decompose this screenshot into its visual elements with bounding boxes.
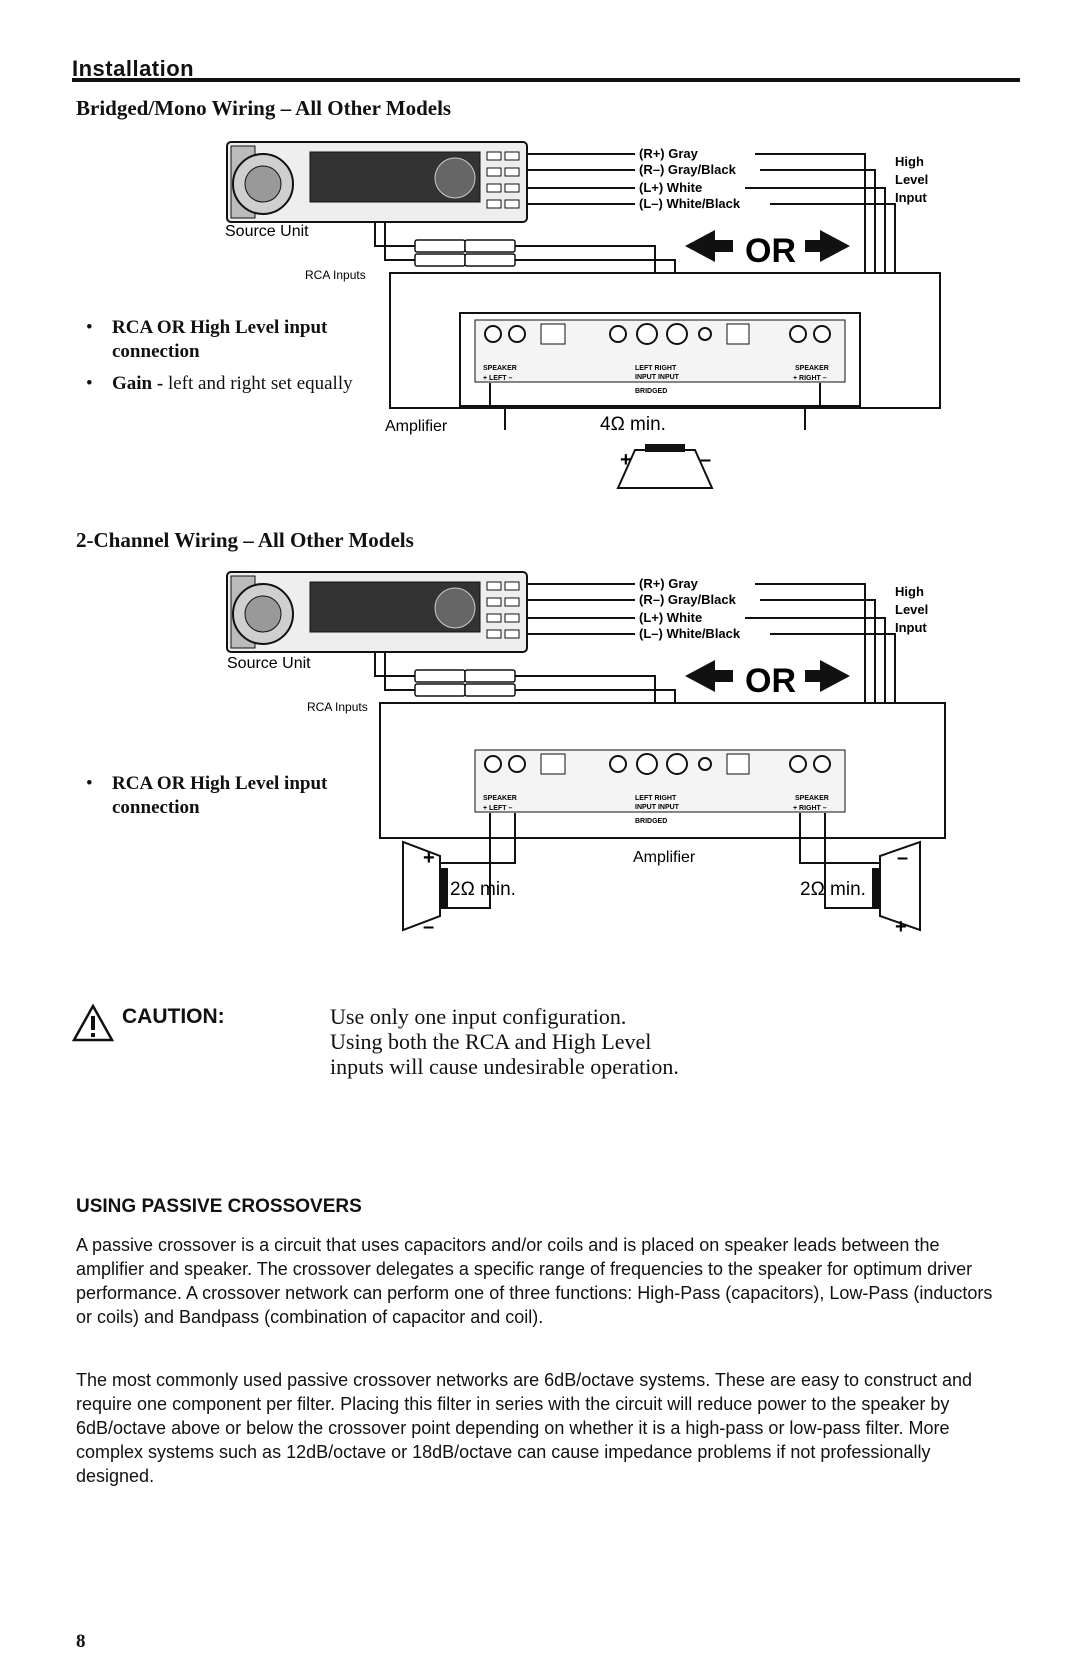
impedance-left-label: 2Ω min. bbox=[450, 879, 516, 900]
source-unit-label: Source Unit bbox=[227, 655, 311, 672]
impedance-label: 4Ω min. bbox=[600, 414, 666, 435]
high-label-word3: Input bbox=[895, 620, 927, 635]
or-label: OR bbox=[745, 662, 796, 700]
amplifier-device: SPEAKER + LEFT – SPEAKER + RIGHT – LEFT RI… bbox=[389, 272, 941, 409]
svg-text:+: + bbox=[620, 449, 632, 471]
note-item: RCA OR High Level input connection bbox=[86, 772, 376, 820]
section-title: USING PASSIVE CROSSOVERS bbox=[76, 1196, 362, 1217]
diagram1-notes: RCA OR High Level input connection Gain … bbox=[86, 316, 376, 404]
impedance-right-label: 2Ω min. bbox=[800, 879, 866, 900]
wire-label-r-plus: (R+) Gray bbox=[639, 576, 699, 591]
paragraph: A passive crossover is a circuit that us… bbox=[76, 1235, 993, 1327]
paragraph: The most commonly used passive crossover… bbox=[76, 1370, 973, 1486]
caution-text: Use only one input configuration. Using … bbox=[330, 1004, 679, 1079]
wire-label-l-plus: (L+) White bbox=[639, 610, 702, 625]
svg-text:–: – bbox=[897, 847, 908, 869]
svg-text:BRIDGED: BRIDGED bbox=[635, 388, 667, 395]
note-item: Gain - left and right set equally bbox=[86, 372, 376, 396]
amplifier-label: Amplifier bbox=[633, 849, 696, 866]
svg-text:INPUT INPUT: INPUT INPUT bbox=[635, 804, 680, 811]
diagram2-title: 2-Channel Wiring – All Other Models bbox=[76, 528, 414, 552]
svg-text:+ LEFT –: + LEFT – bbox=[483, 805, 512, 812]
rca-inputs-label: RCA Inputs bbox=[305, 268, 366, 282]
or-label: OR bbox=[745, 232, 796, 270]
svg-text:LEFT RIGHT: LEFT RIGHT bbox=[635, 795, 677, 802]
svg-text:+ RIGHT –: + RIGHT – bbox=[793, 375, 827, 382]
wire-label-r-minus: (R–) Gray/Black bbox=[639, 592, 737, 607]
svg-text:+: + bbox=[895, 916, 907, 938]
svg-text:LEFT RIGHT: LEFT RIGHT bbox=[635, 365, 677, 372]
bridged-wiring-diagram: Source Unit RCA Inputs (R+) Gray (R–) Gr… bbox=[215, 138, 1035, 528]
svg-text:+ LEFT –: + LEFT – bbox=[483, 375, 512, 382]
or-arrows: OR bbox=[685, 230, 850, 270]
caution-label: CAUTION: bbox=[122, 1005, 225, 1028]
header-rule bbox=[72, 78, 1020, 82]
or-arrows: OR bbox=[685, 660, 850, 700]
svg-text:SPEAKER: SPEAKER bbox=[795, 365, 829, 372]
high-label-word1: High bbox=[895, 584, 924, 599]
page-number: 8 bbox=[76, 1631, 86, 1652]
section-header: Installation bbox=[72, 56, 195, 81]
wire-label-r-plus: (R+) Gray bbox=[639, 146, 699, 161]
high-label-word2: Level bbox=[895, 602, 928, 617]
svg-text:INPUT INPUT: INPUT INPUT bbox=[635, 374, 680, 381]
svg-text:+: + bbox=[423, 847, 435, 869]
svg-text:SPEAKER: SPEAKER bbox=[483, 365, 517, 372]
diagram1-title: Bridged/Mono Wiring – All Other Models bbox=[76, 96, 452, 120]
amplifier-label: Amplifier bbox=[385, 418, 448, 435]
diagram2-notes: RCA OR High Level input connection bbox=[86, 772, 376, 828]
note-item: RCA OR High Level input connection bbox=[86, 316, 376, 364]
source-unit-label: Source Unit bbox=[225, 223, 309, 240]
svg-text:SPEAKER: SPEAKER bbox=[483, 795, 517, 802]
wire-label-l-plus: (L+) White bbox=[639, 180, 702, 195]
amplifier-device: SPEAKER + LEFT – SPEAKER + RIGHT – LEFT RI… bbox=[379, 702, 946, 839]
wire-label-r-minus: (R–) Gray/Black bbox=[639, 162, 737, 177]
source-unit-device bbox=[226, 141, 528, 223]
svg-text:SPEAKER: SPEAKER bbox=[795, 795, 829, 802]
right-speaker-icon: – + bbox=[872, 840, 921, 938]
warning-icon bbox=[72, 1004, 114, 1042]
two-channel-wiring-diagram: Source Unit RCA Inputs (R+) Gray (R–) Gr… bbox=[215, 568, 1035, 968]
rca-inputs-label: RCA Inputs bbox=[307, 700, 368, 714]
svg-text:–: – bbox=[700, 449, 711, 471]
high-label-word2: Level bbox=[895, 172, 928, 187]
left-speaker-icon: + – bbox=[402, 840, 448, 938]
wire-label-l-minus: (L–) White/Black bbox=[639, 626, 741, 641]
svg-text:–: – bbox=[423, 916, 434, 938]
source-unit-device bbox=[226, 571, 528, 653]
speaker-icon: + – bbox=[616, 444, 714, 489]
high-label-word3: Input bbox=[895, 190, 927, 205]
wire-label-l-minus: (L–) White/Black bbox=[639, 196, 741, 211]
high-label-word1: High bbox=[895, 154, 924, 169]
svg-text:+ RIGHT –: + RIGHT – bbox=[793, 805, 827, 812]
svg-text:BRIDGED: BRIDGED bbox=[635, 818, 667, 825]
